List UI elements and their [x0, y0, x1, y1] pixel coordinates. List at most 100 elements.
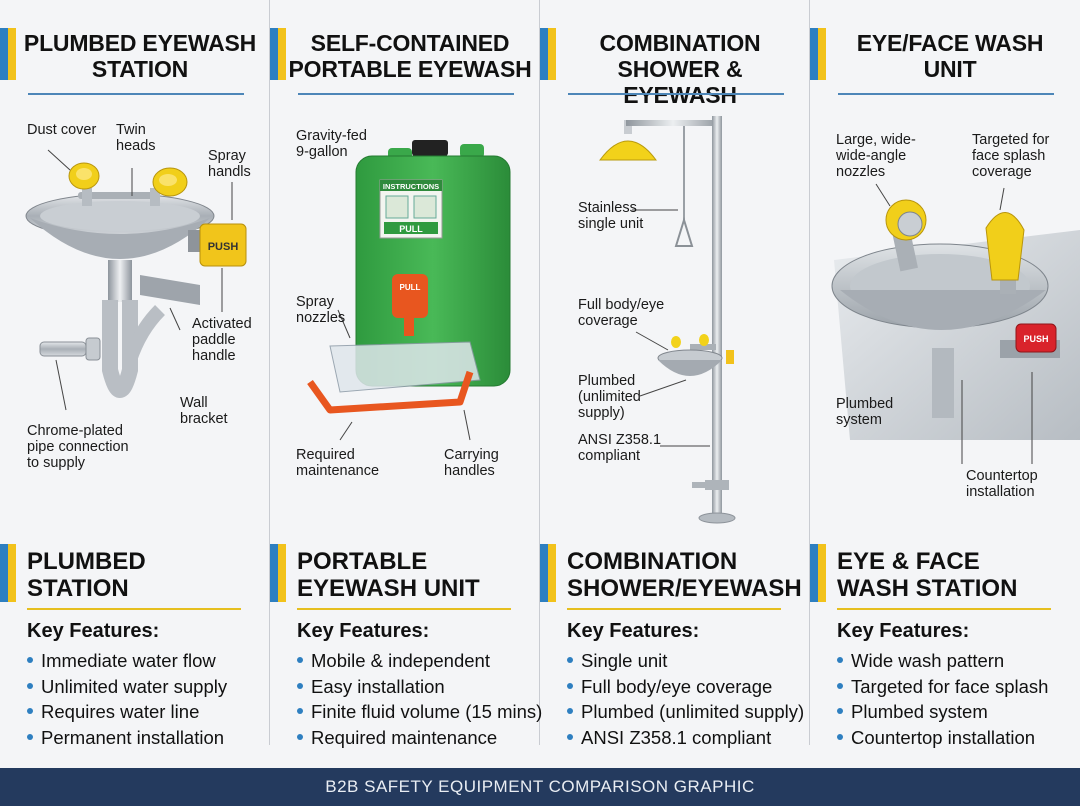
bullet-icon	[297, 682, 303, 689]
bullet-icon	[27, 708, 33, 715]
header-underline	[838, 93, 1054, 95]
header-accent-bar	[540, 28, 556, 80]
bullet-icon	[297, 657, 303, 664]
column-header-title: EYE/FACE WASH UNIT	[856, 30, 1044, 82]
bullet-icon	[837, 682, 843, 689]
column-header-title: SELF-CONTAINED PORTABLE EYEWASH	[288, 30, 532, 82]
bullet-icon	[297, 708, 303, 715]
label-paddle-handle: Activated paddle handle	[192, 316, 252, 364]
feature-list: Wide wash pattern Targeted for face spla…	[837, 648, 1048, 750]
feature-item: Wide wash pattern	[837, 648, 1048, 674]
column-header: PLUMBED EYEWASH STATION	[0, 28, 270, 82]
combination-shower-drawing	[599, 116, 736, 524]
feature-item: Unlimited water supply	[27, 674, 227, 700]
column-eye-face-wash: EYE/FACE WASH UNIT	[810, 0, 1080, 768]
plumbed-eyewash-illustration: PUSH Dust cov	[0, 110, 270, 530]
subheading-accent-bar	[270, 544, 286, 602]
label-spray-nozzles: Spray nozzles	[296, 294, 346, 326]
label-ansi-compliant: ANSI Z358.1 compliant	[578, 432, 662, 464]
feature-item: Single unit	[567, 648, 804, 674]
eye-face-wash-illustration: PUSH Large, wide- wide-angle nozzles Tar…	[810, 110, 1080, 530]
label-stainless-unit: Stainless single unit	[578, 200, 644, 232]
label-wide-angle-nozzles: Large, wide- wide-angle nozzles	[836, 132, 916, 180]
push-paddle-text: PUSH	[1023, 334, 1048, 344]
label-gravity-fed: Gravity-fed 9-gallon	[296, 128, 367, 160]
subheading-accent-bar	[0, 544, 16, 602]
subheading: PORTABLE EYEWASH UNIT	[270, 544, 540, 602]
bullet-icon	[837, 657, 843, 664]
feature-item: Full body/eye coverage	[567, 674, 804, 700]
column-header: COMBINATION SHOWER & EYEWASH	[540, 28, 810, 108]
feature-item: ANSI Z358.1 compliant	[567, 725, 804, 751]
bullet-icon	[567, 682, 573, 689]
column-divider	[809, 0, 810, 745]
header-underline	[298, 93, 514, 95]
subheading-accent-bar	[810, 544, 826, 602]
feature-list: Single unit Full body/eye coverage Plumb…	[567, 648, 804, 750]
portable-eyewash-drawing: INSTRUCTIONS PULL PULL	[307, 140, 511, 441]
subheading: EYE & FACE WASH STATION	[810, 544, 1080, 602]
subheading-title: COMBINATION SHOWER/EYEWASH	[567, 548, 802, 602]
subheading-title: PORTABLE EYEWASH UNIT	[297, 548, 480, 602]
label-chrome-pipe: Chrome-plated pipe connection to supply	[27, 423, 129, 471]
footer-banner: B2B SAFETY EQUIPMENT COMPARISON GRAPHIC	[0, 768, 1080, 806]
header-underline	[28, 93, 244, 95]
header-underline	[568, 93, 784, 95]
subheading: COMBINATION SHOWER/EYEWASH	[540, 544, 810, 602]
subheading-underline	[837, 608, 1051, 610]
feature-item: Mobile & independent	[297, 648, 542, 674]
column-header-title: COMBINATION SHOWER & EYEWASH	[599, 30, 761, 108]
bullet-icon	[27, 682, 33, 689]
feature-list: Immediate water flow Unlimited water sup…	[27, 648, 227, 750]
subheading-title: EYE & FACE WASH STATION	[837, 548, 1018, 602]
feature-item: Requires water line	[27, 699, 227, 725]
bullet-icon	[297, 733, 303, 740]
pull-card-text: PULL	[399, 224, 423, 234]
combination-shower-illustration: Stainless single unit Full body/eye cove…	[540, 110, 810, 530]
portable-eyewash-illustration: INSTRUCTIONS PULL PULL	[270, 110, 540, 530]
instructions-text: INSTRUCTIONS	[383, 182, 439, 191]
label-required-maintenance: Required maintenance	[296, 447, 380, 479]
key-features-label: Key Features:	[27, 620, 160, 642]
label-wall-bracket: Wall bracket	[180, 395, 228, 427]
feature-item: Finite fluid volume (15 mins)	[297, 699, 542, 725]
column-plumbed-eyewash: PLUMBED EYEWASH STATION	[0, 0, 270, 768]
column-header: SELF-CONTAINED PORTABLE EYEWASH	[270, 28, 540, 82]
key-features-label: Key Features:	[297, 620, 430, 642]
subheading-underline	[297, 608, 511, 610]
pull-handle-text: PULL	[400, 283, 421, 292]
column-divider	[269, 0, 270, 745]
subheading-title: PLUMBED STATION	[27, 548, 146, 602]
key-features-label: Key Features:	[567, 620, 700, 642]
feature-item: Easy installation	[297, 674, 542, 700]
subheading: PLUMBED STATION	[0, 544, 270, 602]
label-spray-handles: Spray handls	[208, 148, 251, 180]
feature-item: Plumbed (unlimited supply)	[567, 699, 804, 725]
subheading-accent-bar	[540, 544, 556, 602]
subheading-underline	[567, 608, 781, 610]
bullet-icon	[27, 657, 33, 664]
label-full-body-coverage: Full body/eye coverage	[578, 297, 665, 329]
bullet-icon	[567, 657, 573, 664]
label-countertop-installation: Countertop installation	[966, 468, 1038, 500]
header-accent-bar	[270, 28, 286, 80]
header-accent-bar	[0, 28, 16, 80]
bullet-icon	[567, 733, 573, 740]
feature-item: Countertop installation	[837, 725, 1048, 751]
header-accent-bar	[810, 28, 826, 80]
feature-list: Mobile & independent Easy installation F…	[297, 648, 542, 750]
feature-item: Targeted for face splash	[837, 674, 1048, 700]
eye-face-wash-drawing: PUSH	[831, 183, 1080, 464]
column-portable-eyewash: SELF-CONTAINED PORTABLE EYEWASH INSTRUCT…	[270, 0, 542, 768]
feature-item: Permanent installation	[27, 725, 227, 751]
feature-item: Required maintenance	[297, 725, 542, 751]
label-targeted-coverage: Targeted for face splash coverage	[972, 132, 1050, 180]
feature-item: Immediate water flow	[27, 648, 227, 674]
feature-item: Plumbed system	[837, 699, 1048, 725]
label-plumbed-system: Plumbed system	[836, 396, 894, 428]
bullet-icon	[567, 708, 573, 715]
plumbed-eyewash-drawing: PUSH	[25, 149, 247, 411]
subheading-underline	[27, 608, 241, 610]
bullet-icon	[837, 708, 843, 715]
